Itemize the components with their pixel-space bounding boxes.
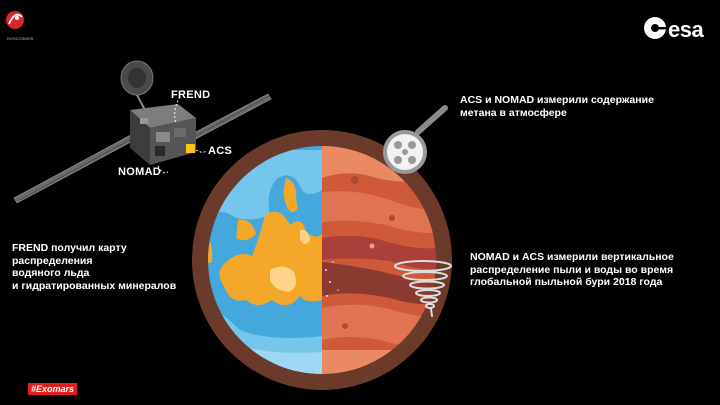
caption-line: водяного льда — [12, 267, 90, 279]
esa-label: esa — [668, 17, 704, 42]
orbiter-illustration — [13, 60, 272, 204]
caption-line: глобальной пыльной бури 2018 года — [470, 276, 663, 288]
caption-line: метана в атмосфере — [460, 106, 567, 119]
caption-line: FREND получил карту — [12, 242, 127, 254]
caption-bottom-right: NOMAD и ACS измерили вертикальное распре… — [470, 251, 674, 289]
caption-line: и гидратированных минералов — [12, 279, 177, 292]
frend-label: FREND — [171, 89, 211, 101]
caption-line: ACS и NOMAD измерили содержание — [460, 94, 654, 106]
roscosmos-label: ROSCOSMOS — [7, 36, 34, 41]
roscosmos-logo — [6, 11, 24, 29]
mars-globe — [192, 130, 452, 390]
acs-label: ACS — [208, 145, 233, 157]
esa-logo — [644, 17, 668, 39]
nomad-label: NOMAD — [118, 166, 162, 178]
caption-top-right: ACS и NOMAD измерили содержание метана в… — [460, 94, 654, 119]
hashtag-badge: #Exomars — [28, 383, 78, 395]
caption-line: распределение пыли и воды во время — [470, 263, 674, 276]
caption-line: распределения — [12, 254, 93, 267]
instrument-leaders — [157, 96, 207, 174]
magnifier-icon — [383, 105, 448, 174]
dust-storm-icon — [394, 260, 452, 317]
caption-line: NOMAD и ACS измерили вертикальное — [470, 251, 674, 263]
caption-left: FREND получил карту распределения водяно… — [12, 242, 176, 292]
